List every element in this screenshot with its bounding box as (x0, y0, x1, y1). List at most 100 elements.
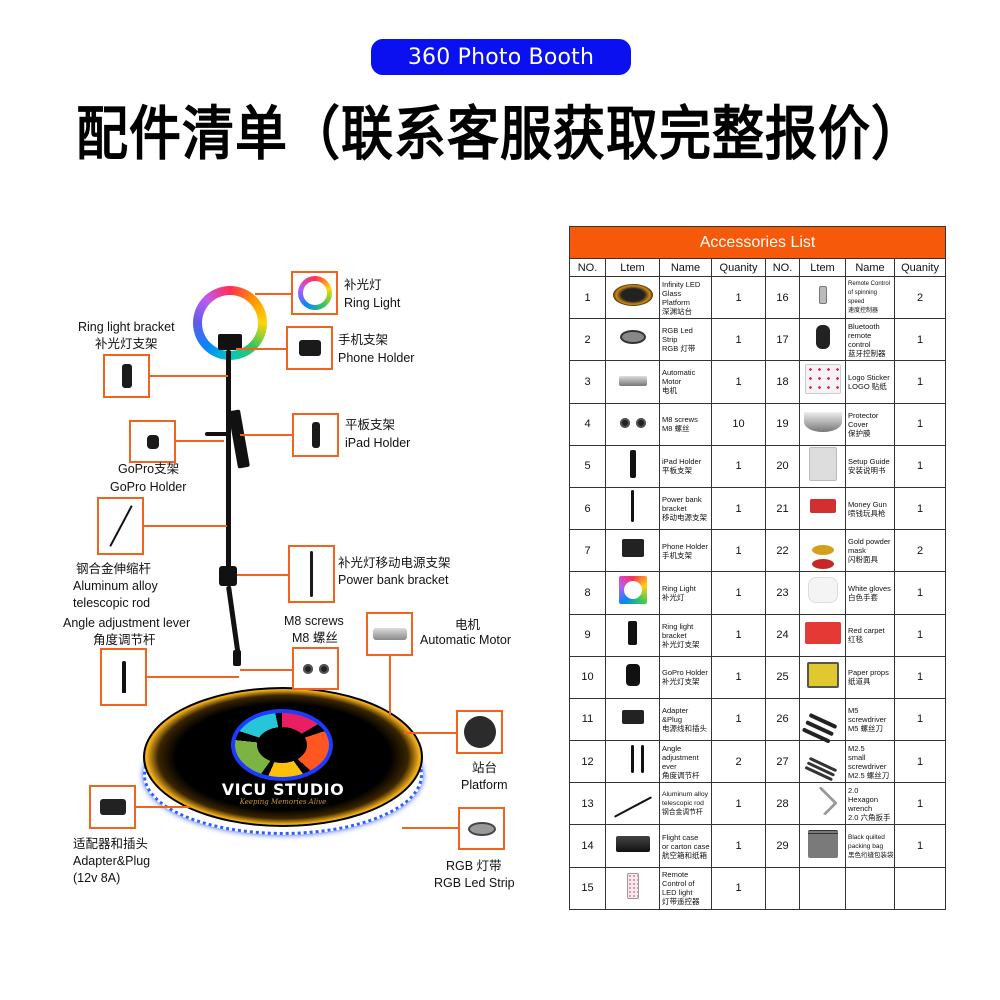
gloves-thumb-icon (807, 577, 838, 604)
ring-bracket-callout (103, 354, 150, 398)
connector-line (237, 574, 288, 576)
page-title: 配件清单（联系客服获取完整报价） (75, 101, 924, 169)
item-number: 28 (765, 782, 800, 826)
item-name: iPad Holder 平板支架 (659, 444, 712, 488)
item-image (605, 444, 660, 488)
item-name: Setup Guide 安装说明书 (845, 444, 895, 488)
mask-thumb-icon (811, 544, 834, 555)
item-image (799, 571, 846, 615)
power-bank-callout (288, 545, 335, 603)
item-name: Power bank bracket 移动电源支架 (659, 486, 712, 531)
item-number: 5 (569, 444, 606, 488)
adapter-label-en: Adapter&Plug (73, 854, 151, 868)
item-name: Aluminum alloy telescopic rod 钢合金调节杆 (659, 782, 712, 826)
connector-line (176, 440, 224, 442)
setup-guide-thumb-icon (808, 446, 837, 481)
rgb-strip-icon (467, 821, 496, 836)
item-name: Ring light bracket 补光灯支架 (659, 613, 712, 657)
item-number: 22 (765, 529, 800, 573)
ipad-holder-callout (292, 413, 339, 457)
adapter-callout (89, 785, 136, 829)
ring-light-thumb-icon (618, 576, 647, 605)
item-number: 13 (569, 782, 606, 826)
item-image (605, 866, 660, 910)
lower-pole (226, 585, 241, 656)
product-badge: 360 Photo Booth (371, 39, 631, 75)
speed-remote-thumb-icon (818, 286, 827, 305)
item-quantity: 2 (711, 740, 766, 784)
item-number: 27 (765, 740, 800, 784)
bluetooth-remote-thumb-icon (815, 325, 830, 350)
table-row: 11 Adapter &Plug 电源线和插头 1 26 M5 screwdri… (569, 697, 947, 742)
telescopic-rod-thumb-icon (613, 796, 652, 818)
col-header-quantity: Quanity (711, 258, 766, 277)
item-quantity: 1 (711, 613, 766, 657)
item-quantity: 1 (893, 360, 947, 404)
power-bank-bracket-thumb-icon (631, 490, 634, 523)
empty-cell (845, 866, 895, 910)
item-number: 1 (569, 275, 606, 320)
connector-line (136, 806, 190, 808)
table-row: 10 GoPro Holder 补光灯支架 1 25 Paper props 纸… (569, 655, 947, 699)
phone-holder-illustration (218, 334, 242, 350)
gopro-holder-callout (129, 420, 176, 463)
item-quantity: 1 (711, 655, 766, 699)
ipad-clamp-illustration (228, 409, 250, 469)
power-bank-bracket-icon (310, 551, 313, 597)
angle-lever-label-zh: 角度调节杆 (93, 633, 156, 647)
connector-line (144, 525, 227, 527)
red-carpet-thumb-icon (804, 621, 841, 644)
item-quantity: 1 (893, 318, 947, 362)
item-image (799, 275, 846, 320)
adapter-label-spec: (12v 8A) (73, 871, 121, 885)
item-name: Flight case or carton case 航空箱和纸箱 (659, 824, 712, 868)
col-header-name: Name (845, 258, 895, 277)
hex-wrench-thumb-icon (807, 786, 838, 817)
item-image (799, 318, 846, 362)
item-name: Phone Holder 手机支架 (659, 529, 712, 573)
item-name: Money Gun 喷钱玩具枪 (845, 486, 895, 531)
item-quantity: 1 (893, 782, 947, 826)
rgb-label-zh: RGB 灯带 (446, 859, 502, 873)
motor-label-en: Automatic Motor (420, 633, 512, 647)
item-quantity: 1 (711, 529, 766, 573)
ring-light-callout (291, 271, 338, 315)
rgb-label-en: RGB Led Strip (434, 876, 515, 890)
item-number: 9 (569, 613, 606, 657)
motor-callout (366, 612, 413, 656)
item-number: 11 (569, 697, 606, 742)
col-header-item: Ltem (605, 258, 660, 277)
item-quantity: 1 (893, 486, 947, 531)
gopro-label-zh: GoPro支架 (118, 462, 180, 476)
table-row: 14 Flight case or carton case 航空箱和纸箱 1 2… (569, 824, 947, 868)
phone-holder-icon (298, 340, 321, 356)
item-image (799, 486, 846, 531)
item-number: 19 (765, 402, 800, 446)
item-number: 24 (765, 613, 800, 657)
item-number: 6 (569, 486, 606, 531)
item-number: 26 (765, 697, 800, 742)
adapter-label-zh: 适配器和插头 (73, 837, 149, 851)
brand-tagline: Keeping Memories Alive (239, 798, 327, 806)
col-header-no: NO. (569, 258, 606, 277)
empty-cell (893, 866, 947, 910)
item-quantity: 1 (893, 613, 947, 657)
m8-label-zh: M8 螺丝 (292, 631, 338, 645)
item-name: M2.5 small screwdriver M2.5 螺丝刀 (845, 740, 895, 784)
item-number: 20 (765, 444, 800, 488)
item-number: 17 (765, 318, 800, 362)
accessories-table: Accessories List NO. Ltem Name Quanity N… (568, 226, 947, 910)
item-number: 25 (765, 655, 800, 699)
item-quantity: 1 (893, 740, 947, 784)
item-quantity: 2 (893, 529, 947, 573)
item-quantity: 1 (893, 655, 947, 699)
table-row: 8 Ring Light 补光灯 1 23 White gloves 白色手套 … (569, 571, 947, 615)
pole-illustration (226, 350, 231, 570)
connector-line (150, 375, 228, 377)
connector-line (147, 676, 239, 678)
item-image (605, 697, 660, 742)
ipad-holder-label-en: iPad Holder (345, 436, 411, 450)
screw-icon (318, 663, 329, 674)
motor-thumb-icon (618, 375, 647, 386)
item-name: Protector Cover 保护膜 (845, 402, 895, 446)
